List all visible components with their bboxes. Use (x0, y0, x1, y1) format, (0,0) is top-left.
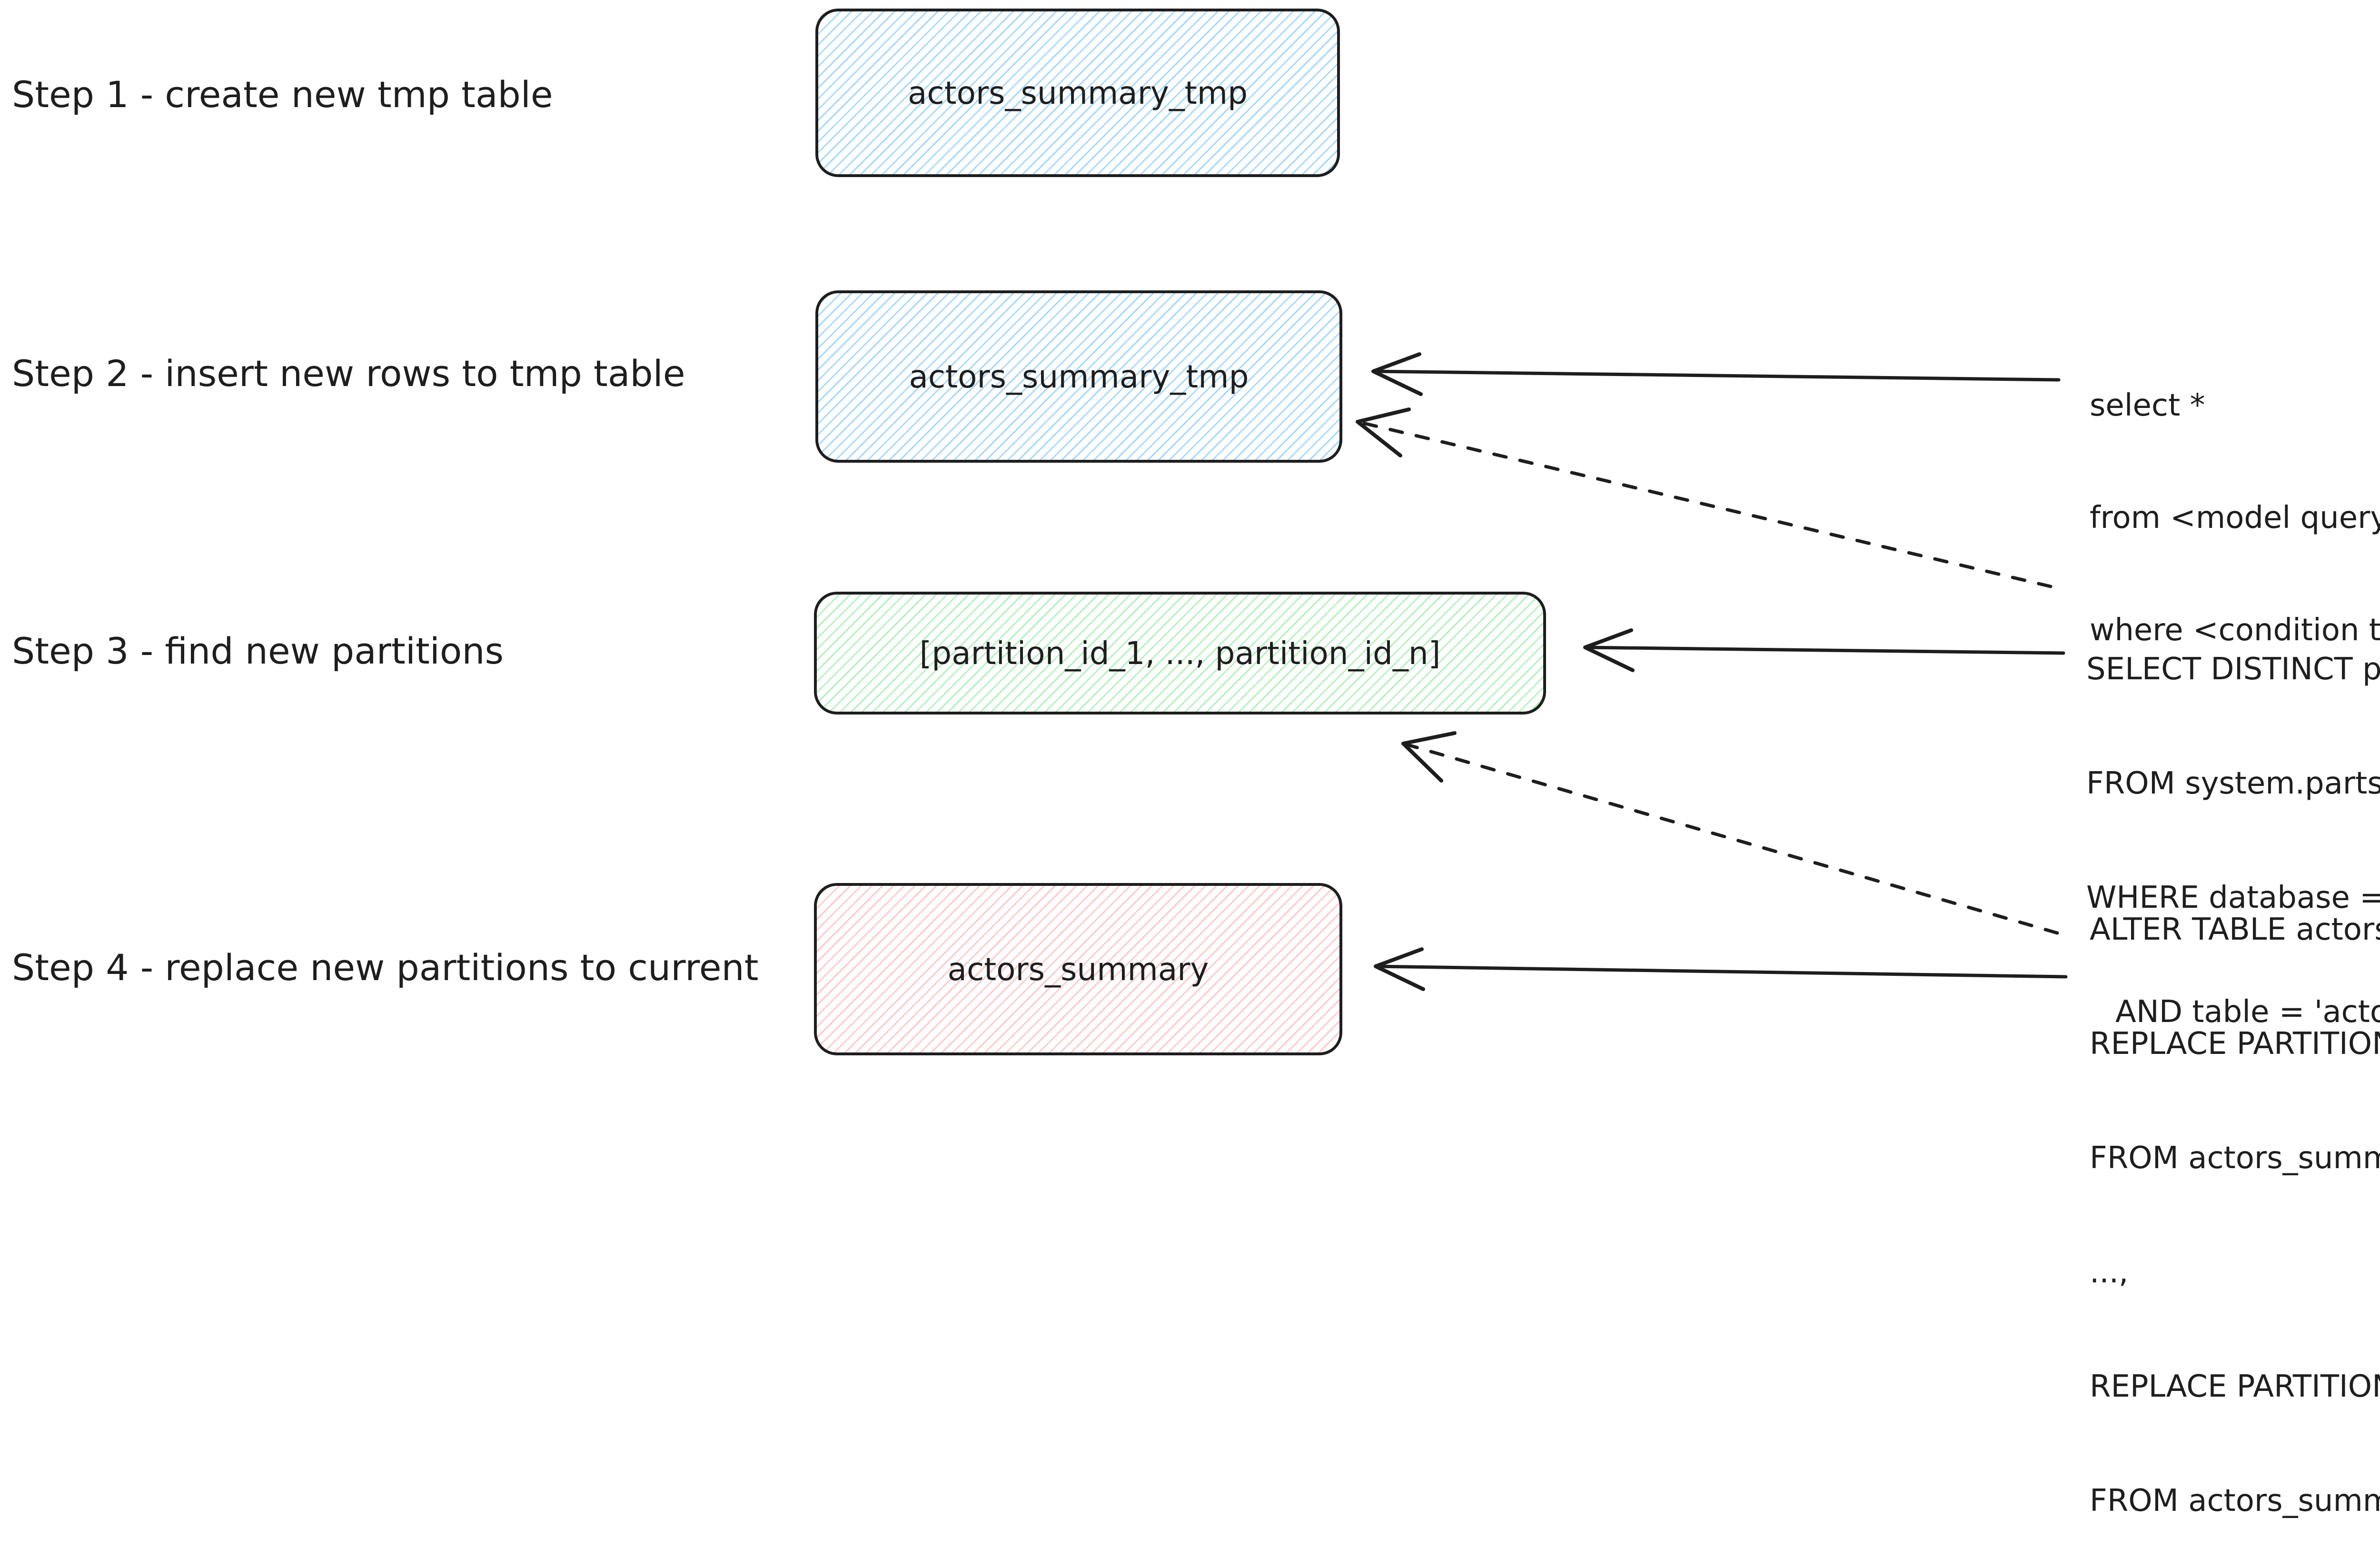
sql-line: where <condition to identify new> (2090, 613, 2380, 648)
tmp-table-box-step2: actors_summary_tmp (815, 290, 1342, 463)
sql-line: FROM actors_summary_tmp, (2090, 1141, 2380, 1176)
sql-line: ALTER TABLE actors_summary (2090, 912, 2380, 947)
sql-line: SELECT DISTINCT partition_id (2086, 652, 2380, 687)
arrow-replace-sql-to-current-table (1374, 947, 2068, 991)
replace-partitions-sql-block: ALTER TABLE actors_summary REPLACE PARTI… (2090, 837, 2380, 1558)
insert-sql-block: select * from <model query> where <condi… (2090, 314, 2380, 686)
step3-label: Step 3 - find new partitions (12, 630, 504, 672)
sql-line: from <model query> (2090, 500, 2380, 536)
tmp-table-box-step1-text: actors_summary_tmp (907, 74, 1248, 111)
sql-line: AND table = 'actors_summary_tmp' (2115, 994, 2380, 1030)
find-partitions-sql-block: SELECT DISTINCT partition_id FROM system… (2086, 577, 2380, 1069)
dashed-arrow-replace-sql-to-partitions-box (1401, 731, 2059, 935)
partitions-list-box: [partition_id_1, ..., partition_id_n] (814, 592, 1546, 714)
partitions-list-box-text: [partition_id_1, ..., partition_id_n] (919, 635, 1441, 672)
sql-line: FROM system.parts (2086, 766, 2380, 801)
sql-line: REPLACE PARTITION partition_id_1 (2090, 1026, 2380, 1062)
sql-line: select * (2090, 388, 2205, 423)
step4-label: Step 4 - replace new partitions to curre… (12, 946, 759, 989)
sql-line: FROM actors_summary_tmp, (2090, 1483, 2380, 1518)
current-table-box-text: actors_summary (947, 951, 1209, 988)
tmp-table-box-step2-text: actors_summary_tmp (909, 358, 1249, 395)
arrow-find-sql-to-partitions-box (1583, 628, 2065, 672)
current-table-box: actors_summary (814, 883, 1342, 1055)
sql-line: REPLACE PARTITION partition_id_n (2090, 1369, 2380, 1404)
dashed-arrow-find-sql-to-tmp-table (1356, 407, 2053, 588)
tmp-table-box-step1: actors_summary_tmp (815, 9, 1340, 177)
sql-line: WHERE database = <database> (2086, 880, 2380, 915)
connector-layer (1356, 352, 2068, 991)
sql-line: ..., (2090, 1255, 2129, 1290)
step1-label: Step 1 - create new tmp table (12, 73, 553, 116)
step2-label: Step 2 - insert new rows to tmp table (12, 352, 685, 395)
arrow-insert-sql-to-tmp-table (1371, 352, 2061, 396)
diagram-canvas: { "canvas": { "background": "#ffffff", "… (12, 9, 2380, 1518)
